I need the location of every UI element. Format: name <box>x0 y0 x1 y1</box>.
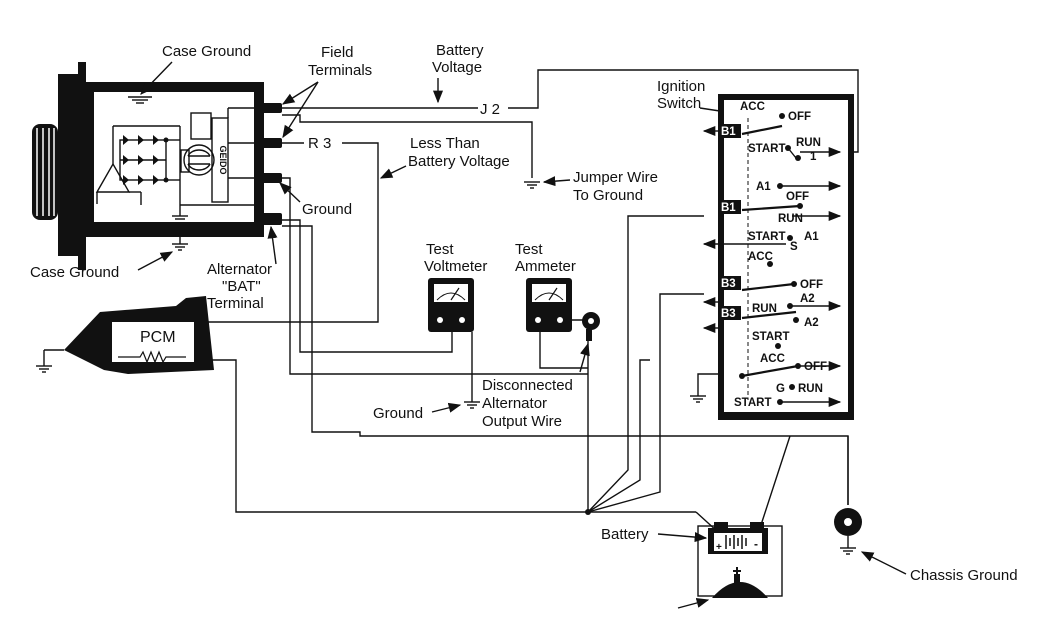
ign-a2-2: A2 <box>804 317 819 329</box>
ign-off-1: OFF <box>788 111 811 123</box>
ign-s: S <box>790 241 798 253</box>
disconnected-label-line1: Disconnected <box>482 377 573 394</box>
battery-voltage-label-line1: Battery <box>436 42 484 59</box>
case-ground-label-top: Case Ground <box>162 43 251 60</box>
disconnected-label-line3: Output Wire <box>482 413 562 430</box>
disconnected-output-wire-connector <box>582 312 600 341</box>
field-terminals-label-line2: Terminals <box>308 62 372 79</box>
battery-plus-mark: + <box>716 542 722 553</box>
ground-label-meter: Ground <box>373 405 423 422</box>
test-voltmeter-label-line1: Test <box>426 241 454 258</box>
ign-start-2: START <box>748 231 785 243</box>
chassis-ground-label: Chassis Ground <box>910 567 1018 584</box>
battery-minus-mark: - <box>754 537 758 551</box>
ign-off-3: OFF <box>800 279 823 291</box>
battery-label: Battery <box>601 526 649 543</box>
ign-a1-2: A1 <box>804 231 819 243</box>
ign-run-2: RUN <box>778 213 803 225</box>
test-voltmeter-label-line2: Voltmeter <box>424 258 487 275</box>
jumper-wire-label-line1: Jumper Wire <box>573 169 658 186</box>
ignition-switch: ACC OFF B1 START RUN 1 A1 OFF B1 RUN STA… <box>702 94 854 420</box>
chassis-ground-connector <box>834 508 862 555</box>
test-ammeter-label-line1: Test <box>515 241 543 258</box>
ign-run-4: RUN <box>798 383 823 395</box>
alternator-regulator-label: GEIDO <box>218 145 228 174</box>
ign-run-3: RUN <box>752 303 777 315</box>
meter-ground-symbol <box>464 401 480 409</box>
test-ammeter-label-line2: Ammeter <box>515 258 576 275</box>
field-terminals-label-line1: Field <box>321 44 354 61</box>
ign-off-2: OFF <box>786 191 809 203</box>
test-voltmeter <box>428 278 474 332</box>
ign-start-1: START <box>748 143 785 155</box>
r3-wire <box>206 142 379 323</box>
ign-b1-2: B1 <box>721 202 736 214</box>
j2-label: J 2 <box>480 101 500 118</box>
case-ground-symbol <box>172 237 188 251</box>
pcm-module <box>36 296 214 374</box>
alternator-bat-terminal-label-line3: Terminal <box>207 295 264 312</box>
alternator-internal-circuit: GEIDO <box>95 82 254 220</box>
ignition-switch-label-line1: Ignition <box>657 78 705 95</box>
battery: + - <box>697 522 783 598</box>
wiring <box>206 69 859 533</box>
ign-g: G <box>776 383 785 395</box>
alternator-bat-terminal-label-line2: "BAT" <box>222 278 261 295</box>
ign-b3-2: B3 <box>721 308 736 320</box>
ign-off-4: OFF <box>804 361 827 373</box>
alternator-pulley <box>32 124 58 220</box>
ign-a1-1: A1 <box>756 181 771 193</box>
ign-acc-2: ACC <box>748 251 773 263</box>
ground-wire <box>282 177 588 375</box>
less-than-label-line2: Battery Voltage <box>408 153 510 170</box>
test-ammeter <box>526 278 572 332</box>
r3-label: R 3 <box>308 135 331 152</box>
jumper-wire-label-line2: To Ground <box>573 187 643 204</box>
alternator-terminals <box>262 103 282 225</box>
ign-start-4: START <box>734 397 771 409</box>
ign-b1-1: B1 <box>721 126 736 138</box>
jumper-wire <box>282 114 533 178</box>
ign-start-3: START <box>752 331 789 343</box>
ign-acc-1: ACC <box>740 101 765 113</box>
less-than-label-line1: Less Than <box>410 135 480 152</box>
alternator-bat-terminal-label-line1: Alternator <box>207 261 272 278</box>
ign-a2-1: A2 <box>800 293 815 305</box>
battery-voltage-label-line2: Voltage <box>432 59 482 76</box>
ignition-switch-label-line2: Switch <box>657 95 701 112</box>
disconnected-label-line2: Alternator <box>482 395 547 412</box>
ign-b3-1: B3 <box>721 278 736 290</box>
ground-label-alternator: Ground <box>302 201 352 218</box>
ign-one: 1 <box>810 151 817 163</box>
alternator: GEIDO <box>32 62 282 270</box>
pcm-label: PCM <box>140 329 176 346</box>
ign-run-1: RUN <box>796 137 821 149</box>
case-ground-label-bottom: Case Ground <box>30 264 119 281</box>
ign-acc-3: ACC <box>760 353 785 365</box>
